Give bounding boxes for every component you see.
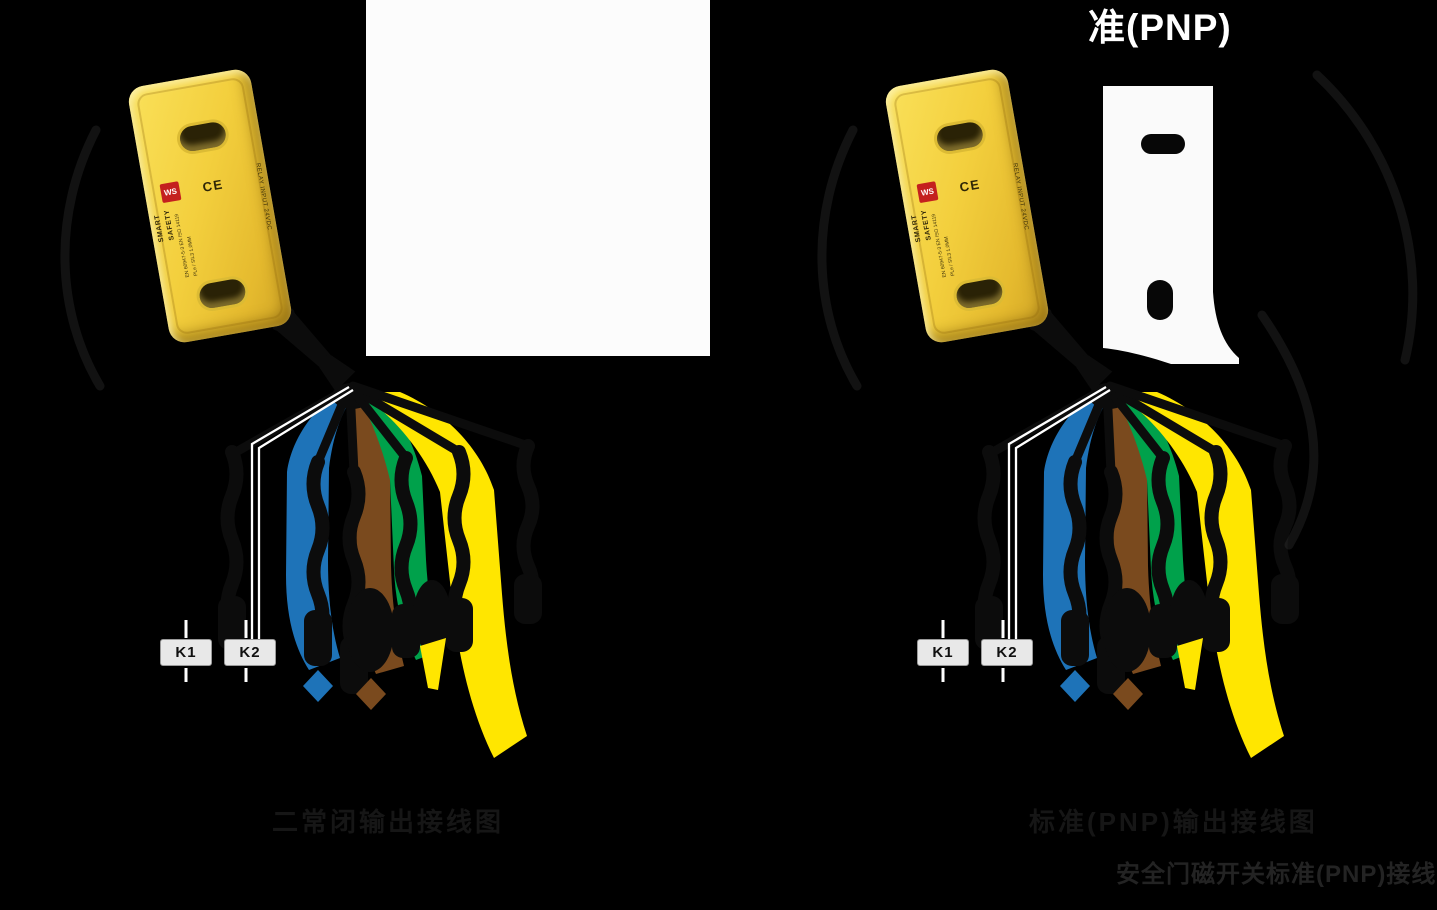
wire-fan (60, 125, 542, 758)
blue-wire-tip (303, 670, 333, 702)
white-wire (1014, 389, 1111, 641)
white-wire (250, 386, 350, 641)
relay-k2-label: K2 (224, 639, 276, 666)
wire-end-boot (1061, 610, 1089, 666)
wire-end-boot (392, 604, 420, 658)
relay-k1-label: K1 (160, 639, 212, 666)
relay-terminal-ticks (941, 620, 1005, 682)
relay-k2-label: K2 (981, 639, 1033, 666)
black-wires (218, 381, 542, 694)
brown-wire-tip (1113, 678, 1143, 710)
left-diagram: WS CE SMART SAFETY RELAY INPUT 24VDC EN … (0, 0, 710, 910)
wire-end-boot (445, 598, 473, 652)
brown-wire-tip (356, 678, 386, 710)
wire-end-boot (1202, 598, 1230, 652)
white-panel (366, 0, 710, 356)
shadow-wisp (60, 125, 105, 391)
yellow-wire (1115, 392, 1284, 758)
brand-logo: WS (916, 181, 939, 204)
wire-end-boot (218, 596, 246, 650)
yellow-wire-tip (1177, 638, 1203, 690)
white-wire (257, 389, 354, 641)
wire-fan (817, 125, 1299, 758)
wire-end-boot (1271, 574, 1299, 624)
left-diagram-caption: 二常闭输出接线图 (272, 807, 505, 837)
shadow-wisp (1312, 70, 1418, 365)
wire-end-boot (514, 574, 542, 624)
wire-end-boot (304, 610, 332, 666)
wire-end-boot (1149, 604, 1177, 658)
relay-terminal-ticks (184, 620, 248, 682)
page-title: 准(PNP) (1088, 7, 1232, 48)
yellow-wire (358, 392, 527, 758)
actuator-slot-top (1141, 134, 1185, 154)
right-wire-fan (817, 70, 1418, 758)
actuator-body (1103, 86, 1239, 364)
right-diagram: WS CE SMART SAFETY RELAY INPUT 24VDC EN … (757, 0, 1437, 910)
actuator-bracket (1103, 86, 1239, 364)
left-wire-fan (60, 125, 542, 758)
actuator-slot-bottom (1147, 280, 1173, 320)
shadow-wisp (1257, 310, 1319, 550)
blue-wire-tip (1060, 670, 1090, 702)
brand-logo: WS (159, 181, 182, 204)
yellow-wire-tip (420, 638, 446, 690)
bottom-right-caption: 安全门磁开关标准(PNP)接线图 (1116, 861, 1437, 888)
relay-k1-label: K1 (917, 639, 969, 666)
right-diagram-caption: 标准(PNP)输出接线图 (1029, 807, 1318, 837)
black-wires (975, 381, 1299, 694)
white-wire (1007, 386, 1107, 641)
wire-end-boot (975, 596, 1003, 650)
shadow-wisp (817, 125, 862, 391)
wire-fan-clone-anchor (817, 125, 1299, 758)
